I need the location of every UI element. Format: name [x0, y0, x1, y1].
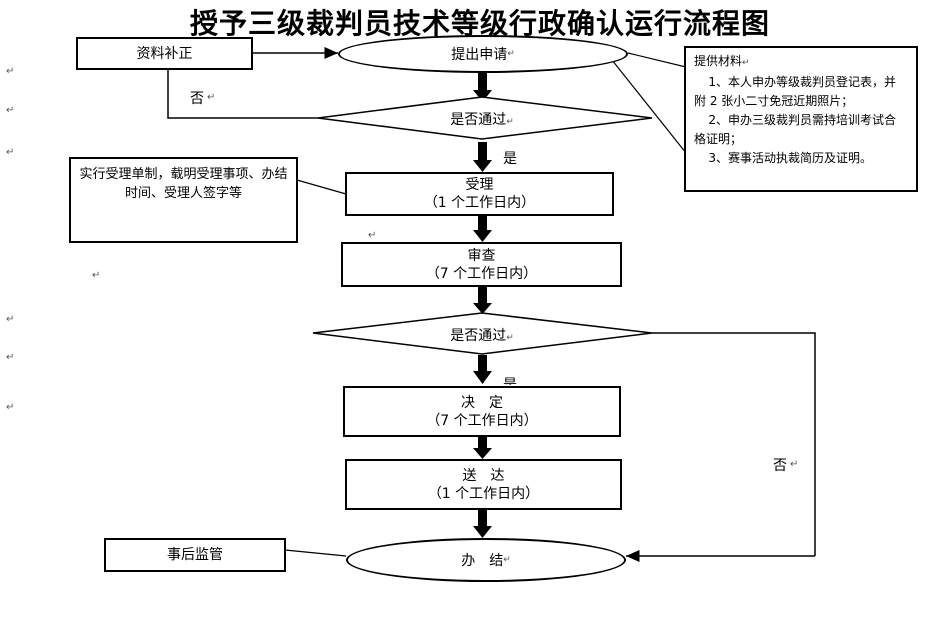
paragraph-mark: ↵	[6, 105, 15, 116]
materials-heading: 提供材料	[694, 54, 743, 68]
connector-apply-to-materials	[627, 52, 691, 69]
paragraph-mark: ↵	[6, 66, 15, 77]
materials-box: 提供材料↵ 1、本人申办等级裁判员登记表，并附 2 张小二寸免冠近期照片； 2、…	[684, 46, 918, 192]
node-apply-label: 提出申请	[451, 47, 508, 63]
decision-2-label: 是否通过↵	[450, 328, 514, 344]
node-accept-time: （1 个工作日内）	[423, 195, 536, 211]
node-supervise: 事后监管	[104, 538, 286, 572]
materials-item-3: 3、赛事活动执裁简历及证明。	[708, 151, 873, 165]
node-apply: 提出申请↵	[338, 35, 628, 73]
node-deliver-time: （1 个工作日内）	[427, 485, 540, 502]
connector-apply-to-materials-2	[611, 59, 691, 159]
materials-item-1: 1、本人申办等级裁判员登记表，并附 2 张小二寸免冠近期照片；	[694, 75, 897, 108]
materials-item-2: 2、申办三级裁判员需持培训考试合格证明；	[694, 113, 897, 146]
node-review: 审查 （7 个工作日内）	[341, 242, 622, 287]
branch-yes-2: 是	[503, 377, 517, 385]
accept-note-box: 实行受理单制，载明受理事项、办结时间、受理人签字等	[69, 157, 298, 243]
paragraph-mark: ↵	[6, 147, 15, 158]
node-decision-label: 决 定	[461, 394, 503, 411]
paragraph-mark: ↵	[92, 270, 101, 281]
node-supplement: 资料补正	[76, 37, 253, 70]
paragraph-mark: ↵	[6, 314, 15, 325]
node-deliver-label: 送 达	[462, 467, 505, 484]
branch-yes-1: 是	[503, 151, 517, 167]
node-review-time: （7 个工作日内）	[425, 265, 538, 282]
paragraph-mark: ↵	[6, 402, 15, 413]
node-deliver: 送 达 （1 个工作日内）	[345, 459, 622, 510]
node-accept-label: 受理	[465, 177, 494, 193]
node-finish-label: 办 结	[461, 553, 504, 569]
decision-1-label: 是否通过↵	[450, 112, 514, 128]
connector-supervise	[284, 549, 347, 557]
node-finish: 办 结↵	[346, 538, 626, 582]
connector-note-to-accept	[296, 179, 347, 195]
connector-reject-to-finish	[652, 332, 816, 556]
node-decision: 决 定 （7 个工作日内）	[343, 386, 621, 437]
node-review-label: 审查	[467, 247, 496, 264]
accept-note-text: 实行受理单制，载明受理事项、办结时间、受理人签字等	[79, 167, 288, 201]
node-supplement-label: 资料补正	[136, 45, 193, 62]
connector-reject-loop	[167, 70, 318, 119]
decision-diamond-1	[317, 96, 653, 140]
node-supervise-label: 事后监管	[167, 547, 223, 563]
paragraph-mark: ↵	[368, 230, 377, 241]
thick-arrows	[473, 72, 492, 538]
node-decision-time: （7 个工作日内）	[426, 412, 538, 429]
branch-no-1: 否	[190, 91, 204, 107]
node-accept: 受理 （1 个工作日内）	[345, 172, 614, 216]
paragraph-mark: ↵	[6, 352, 15, 363]
branch-no-2: 否	[773, 458, 787, 474]
